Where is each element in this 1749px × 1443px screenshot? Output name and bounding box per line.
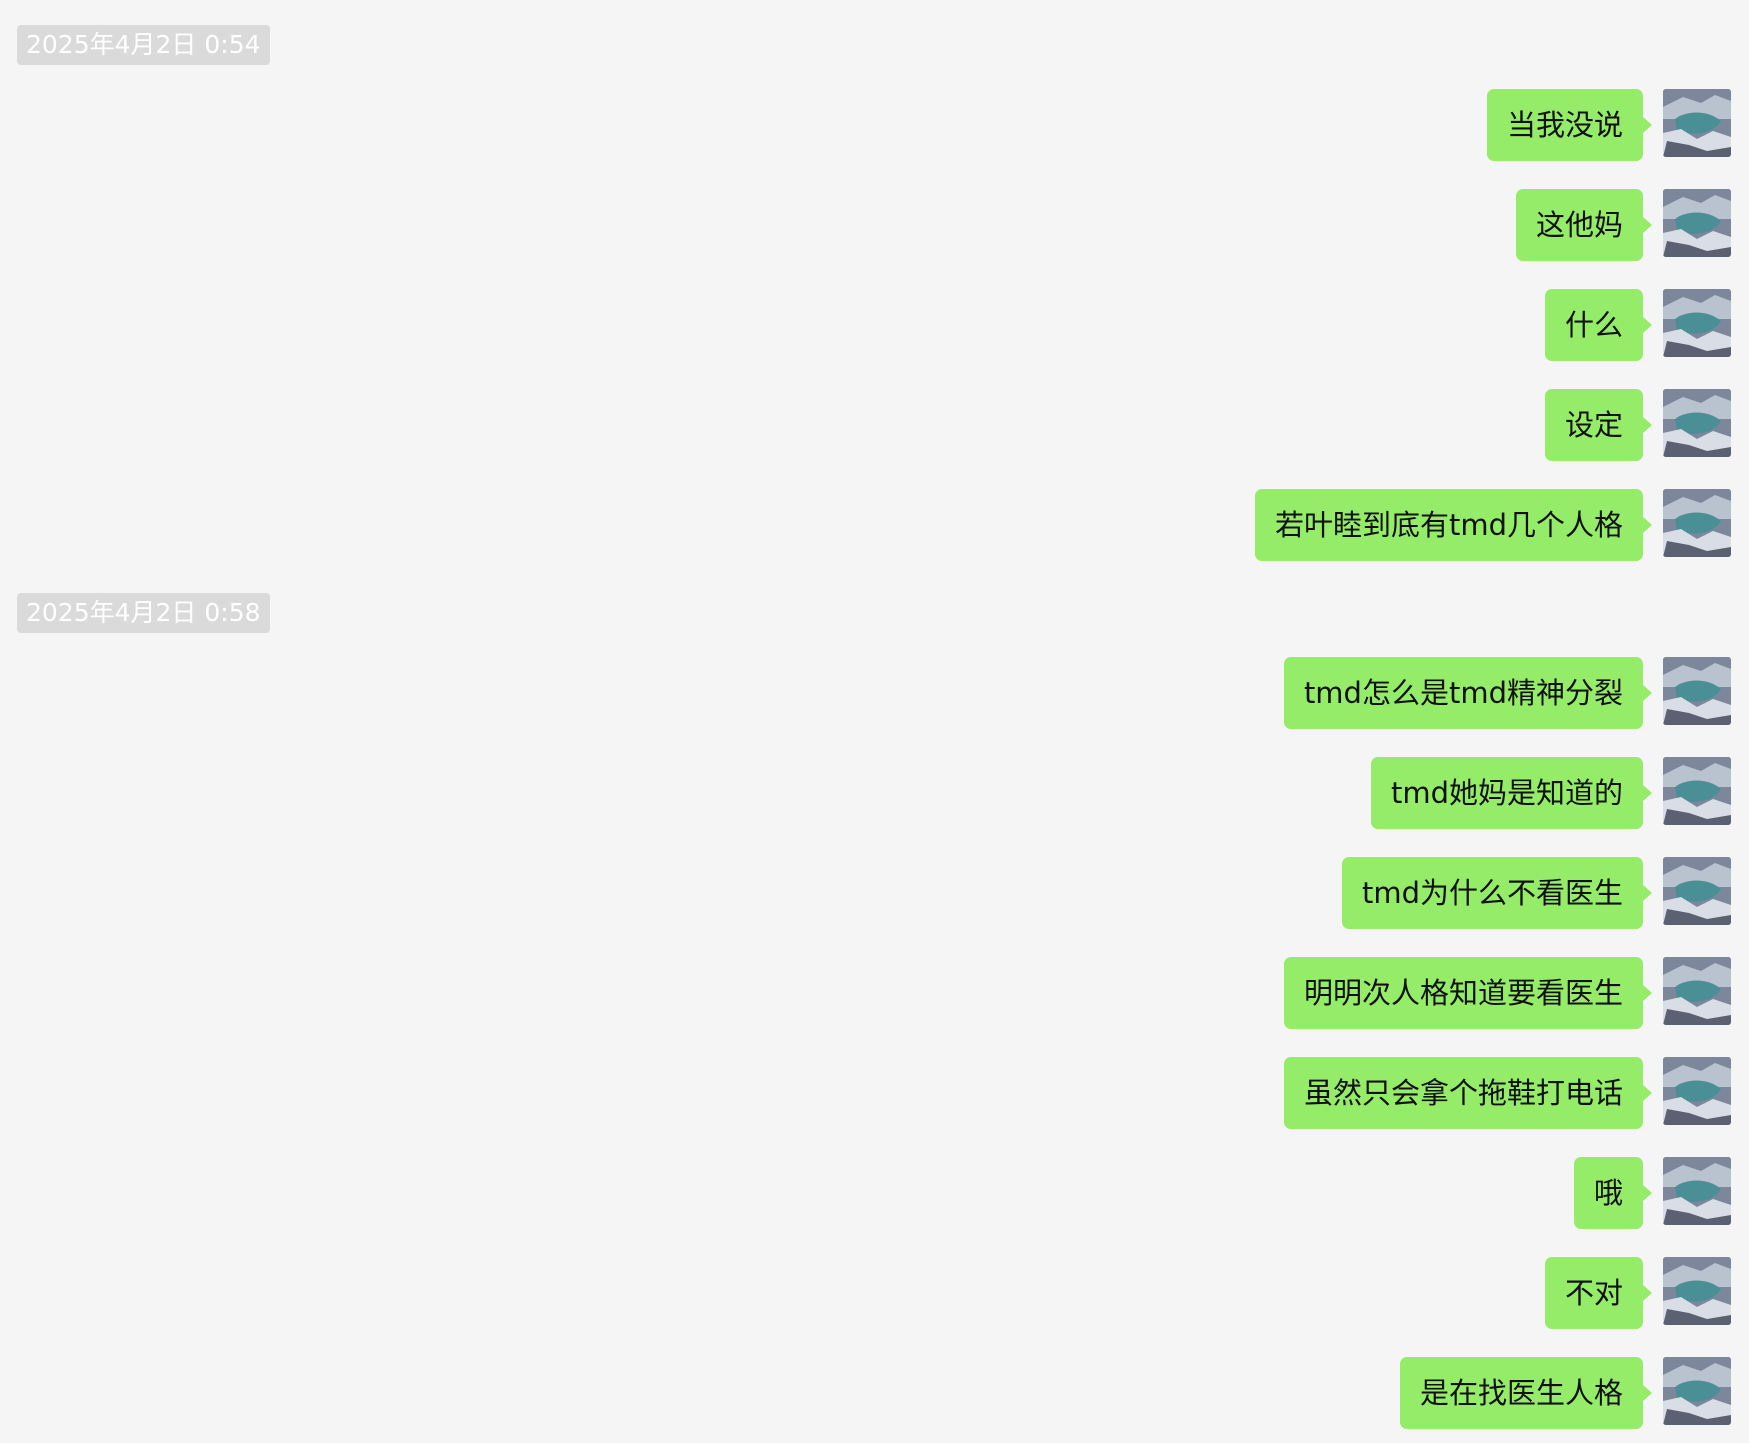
message-bubble[interactable]: 什么: [1544, 289, 1653, 361]
message-row: tmd为什么不看医生: [1341, 857, 1731, 929]
message-row: 若叶睦到底有tmd几个人格: [1254, 489, 1731, 561]
avatar[interactable]: [1663, 957, 1731, 1025]
message-row: 这他妈: [1515, 189, 1731, 261]
timestamp: 2025年4月2日 0:54: [17, 25, 270, 65]
avatar[interactable]: [1663, 857, 1731, 925]
message-row: 什么: [1544, 289, 1731, 361]
message-bubble[interactable]: 这他妈: [1515, 189, 1653, 261]
message-bubble[interactable]: 哦: [1573, 1157, 1653, 1229]
message-row: 当我没说: [1486, 89, 1731, 161]
message-row: 设定: [1544, 389, 1731, 461]
message-row: tmd怎么是tmd精神分裂: [1283, 657, 1731, 729]
message-bubble[interactable]: 设定: [1544, 389, 1653, 461]
message-bubble[interactable]: tmd为什么不看医生: [1341, 857, 1653, 929]
message-bubble[interactable]: tmd她妈是知道的: [1370, 757, 1653, 829]
landscape-photo-avatar-icon: [1663, 1257, 1731, 1325]
message-bubble[interactable]: 当我没说: [1486, 89, 1653, 161]
message-bubble[interactable]: 若叶睦到底有tmd几个人格: [1254, 489, 1653, 561]
landscape-photo-avatar-icon: [1663, 489, 1731, 557]
landscape-photo-avatar-icon: [1663, 289, 1731, 357]
message-bubble[interactable]: 是在找医生人格: [1399, 1357, 1653, 1429]
avatar[interactable]: [1663, 489, 1731, 557]
avatar[interactable]: [1663, 1057, 1731, 1125]
message-row: 虽然只会拿个拖鞋打电话: [1283, 1057, 1731, 1129]
message-bubble[interactable]: tmd怎么是tmd精神分裂: [1283, 657, 1653, 729]
landscape-photo-avatar-icon: [1663, 657, 1731, 725]
avatar[interactable]: [1663, 1357, 1731, 1425]
avatar[interactable]: [1663, 1157, 1731, 1225]
landscape-photo-avatar-icon: [1663, 857, 1731, 925]
landscape-photo-avatar-icon: [1663, 1357, 1731, 1425]
avatar[interactable]: [1663, 757, 1731, 825]
timestamp: 2025年4月2日 0:58: [17, 593, 270, 633]
avatar[interactable]: [1663, 289, 1731, 357]
landscape-photo-avatar-icon: [1663, 1057, 1731, 1125]
avatar[interactable]: [1663, 189, 1731, 257]
avatar[interactable]: [1663, 389, 1731, 457]
message-row: 明明次人格知道要看医生: [1283, 957, 1731, 1029]
landscape-photo-avatar-icon: [1663, 1157, 1731, 1225]
message-row: tmd她妈是知道的: [1370, 757, 1731, 829]
landscape-photo-avatar-icon: [1663, 957, 1731, 1025]
message-row: 不对: [1544, 1257, 1731, 1329]
landscape-photo-avatar-icon: [1663, 89, 1731, 157]
message-row: 是在找医生人格: [1399, 1357, 1731, 1429]
avatar[interactable]: [1663, 657, 1731, 725]
landscape-photo-avatar-icon: [1663, 389, 1731, 457]
message-bubble[interactable]: 明明次人格知道要看医生: [1283, 957, 1653, 1029]
message-row: 哦: [1573, 1157, 1731, 1229]
landscape-photo-avatar-icon: [1663, 189, 1731, 257]
avatar[interactable]: [1663, 89, 1731, 157]
landscape-photo-avatar-icon: [1663, 757, 1731, 825]
avatar[interactable]: [1663, 1257, 1731, 1325]
message-bubble[interactable]: 虽然只会拿个拖鞋打电话: [1283, 1057, 1653, 1129]
message-bubble[interactable]: 不对: [1544, 1257, 1653, 1329]
